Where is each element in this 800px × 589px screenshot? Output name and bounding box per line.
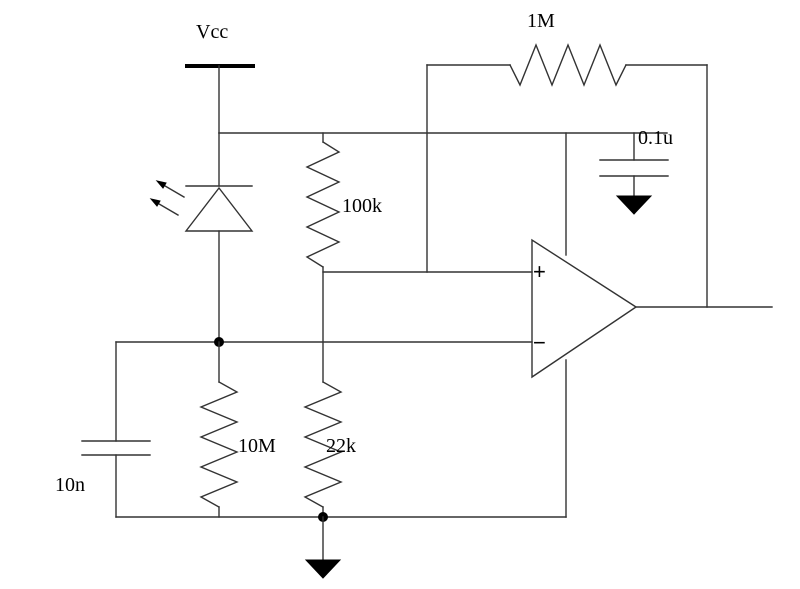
vcc-label: Vcc [196,21,228,43]
resistor-1m-feedback [426,43,708,308]
label-10n: 10n [55,474,85,496]
label-1m: 1M [527,10,555,32]
opamp-triangle [531,238,638,379]
light-arrows-icon [149,180,185,216]
label-100k: 100k [342,195,382,217]
capacitor-0-1u [599,132,669,215]
opamp-minus-sign: − [533,330,546,355]
photodiode [184,132,254,343]
capacitor-10n [81,341,151,518]
label-0-1u: 0.1u [638,127,673,149]
resistor-100k [305,132,341,383]
resistor-10m [199,341,239,518]
ground-icon [304,559,342,579]
opamp-plus-sign: + [533,259,546,284]
label-10m: 10M [238,435,276,457]
label-22k: 22k [326,435,356,457]
